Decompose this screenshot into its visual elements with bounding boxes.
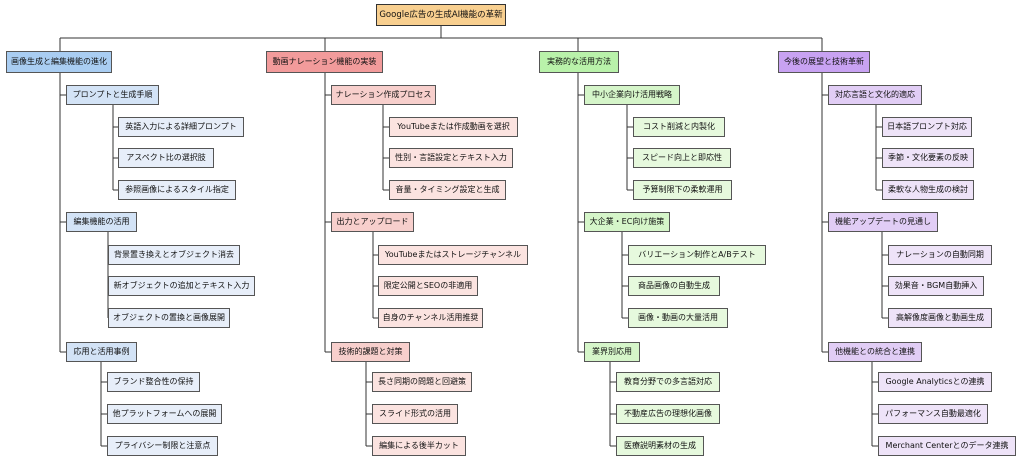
leaf-node: パフォーマンス自動最適化 [878,404,988,424]
leaf-node: 高解像度画像と動画生成 [888,308,992,328]
leaf-node: プライバシー制限と注意点 [107,436,218,456]
leaf-node: 不動産広告の理想化画像 [616,404,720,424]
leaf-node: 予算制限下の柔軟運用 [633,180,732,200]
leaf-node: ブランド整合性の保持 [107,372,200,392]
leaf-node: ナレーションの自動同期 [888,245,992,265]
leaf-node: オブジェクトの置換と画像展開 [108,308,230,328]
leaf-node: 医療説明素材の生成 [616,436,704,456]
leaf-node: YouTubeまたはストレージチャンネル [378,245,528,265]
category-node: 画像生成と編集機能の進化 [6,51,112,73]
subcategory-node: 応用と活用事例 [66,342,137,362]
leaf-node: YouTubeまたは作成動画を選択 [389,117,518,137]
leaf-node: スピード向上と即応性 [633,148,731,168]
subcategory-node: 機能アップデートの見通し [828,212,938,232]
leaf-node: 教育分野での多言語対応 [616,372,720,392]
leaf-node: コスト削減と内製化 [633,117,725,137]
leaf-node: 参照画像によるスタイル指定 [118,180,236,200]
leaf-node: 長さ同期の問題と回避策 [372,372,472,392]
subcategory-node: 他機能との統合と連携 [828,342,922,362]
leaf-node: 音量・タイミング設定と生成 [389,180,506,200]
leaf-node: 効果音・BGM自動挿入 [888,276,984,296]
leaf-node: 限定公開とSEOの非適用 [378,276,478,296]
subcategory-node: 技術的課題と対策 [331,342,410,362]
leaf-node: 性別・言語設定とテキスト入力 [389,148,513,168]
subcategory-node: 出力とアップロード [331,212,414,232]
category-node: 動画ナレーション機能の実装 [266,51,383,73]
root-node: Google広告の生成AI機能の革新 [376,4,506,26]
leaf-node: 画像・動画の大量活用 [628,308,728,328]
leaf-node: 日本語プロンプト対応 [882,117,972,137]
leaf-node: 季節・文化要素の反映 [882,148,974,168]
leaf-node: Merchant Centerとのデータ連携 [878,436,1016,456]
leaf-node: スライド形式の活用 [372,404,458,424]
leaf-node: 新オブジェクトの追加とテキスト入力 [108,276,255,296]
leaf-node: 商品画像の自動生成 [628,276,720,296]
leaf-node: バリエーション制作とA/Bテスト [628,245,766,265]
subcategory-node: ナレーション作成プロセス [331,85,436,105]
leaf-node: 英語入力による詳細プロンプト [118,117,244,137]
category-node: 実務的な活用方法 [539,51,619,73]
leaf-node: 他プラットフォームへの展開 [107,404,222,424]
subcategory-node: 大企業・EC向け施策 [584,212,670,232]
subcategory-node: 対応言語と文化的適応 [828,85,922,105]
leaf-node: Google Analyticsとの連携 [878,372,992,392]
leaf-node: 自身のチャンネル活用推奨 [378,308,483,328]
subcategory-node: 編集機能の活用 [66,212,137,232]
subcategory-node: 中小企業向け活用戦略 [584,85,680,105]
leaf-node: 柔軟な人物生成の検討 [882,180,974,200]
leaf-node: アスペクト比の選択肢 [118,148,214,168]
subcategory-node: 業界別応用 [584,342,640,362]
leaf-node: 背景置き換えとオブジェクト消去 [108,245,240,265]
subcategory-node: プロンプトと生成手順 [66,85,159,105]
category-node: 今後の展望と技術革新 [778,51,870,73]
leaf-node: 編集による後半カット [372,436,466,456]
